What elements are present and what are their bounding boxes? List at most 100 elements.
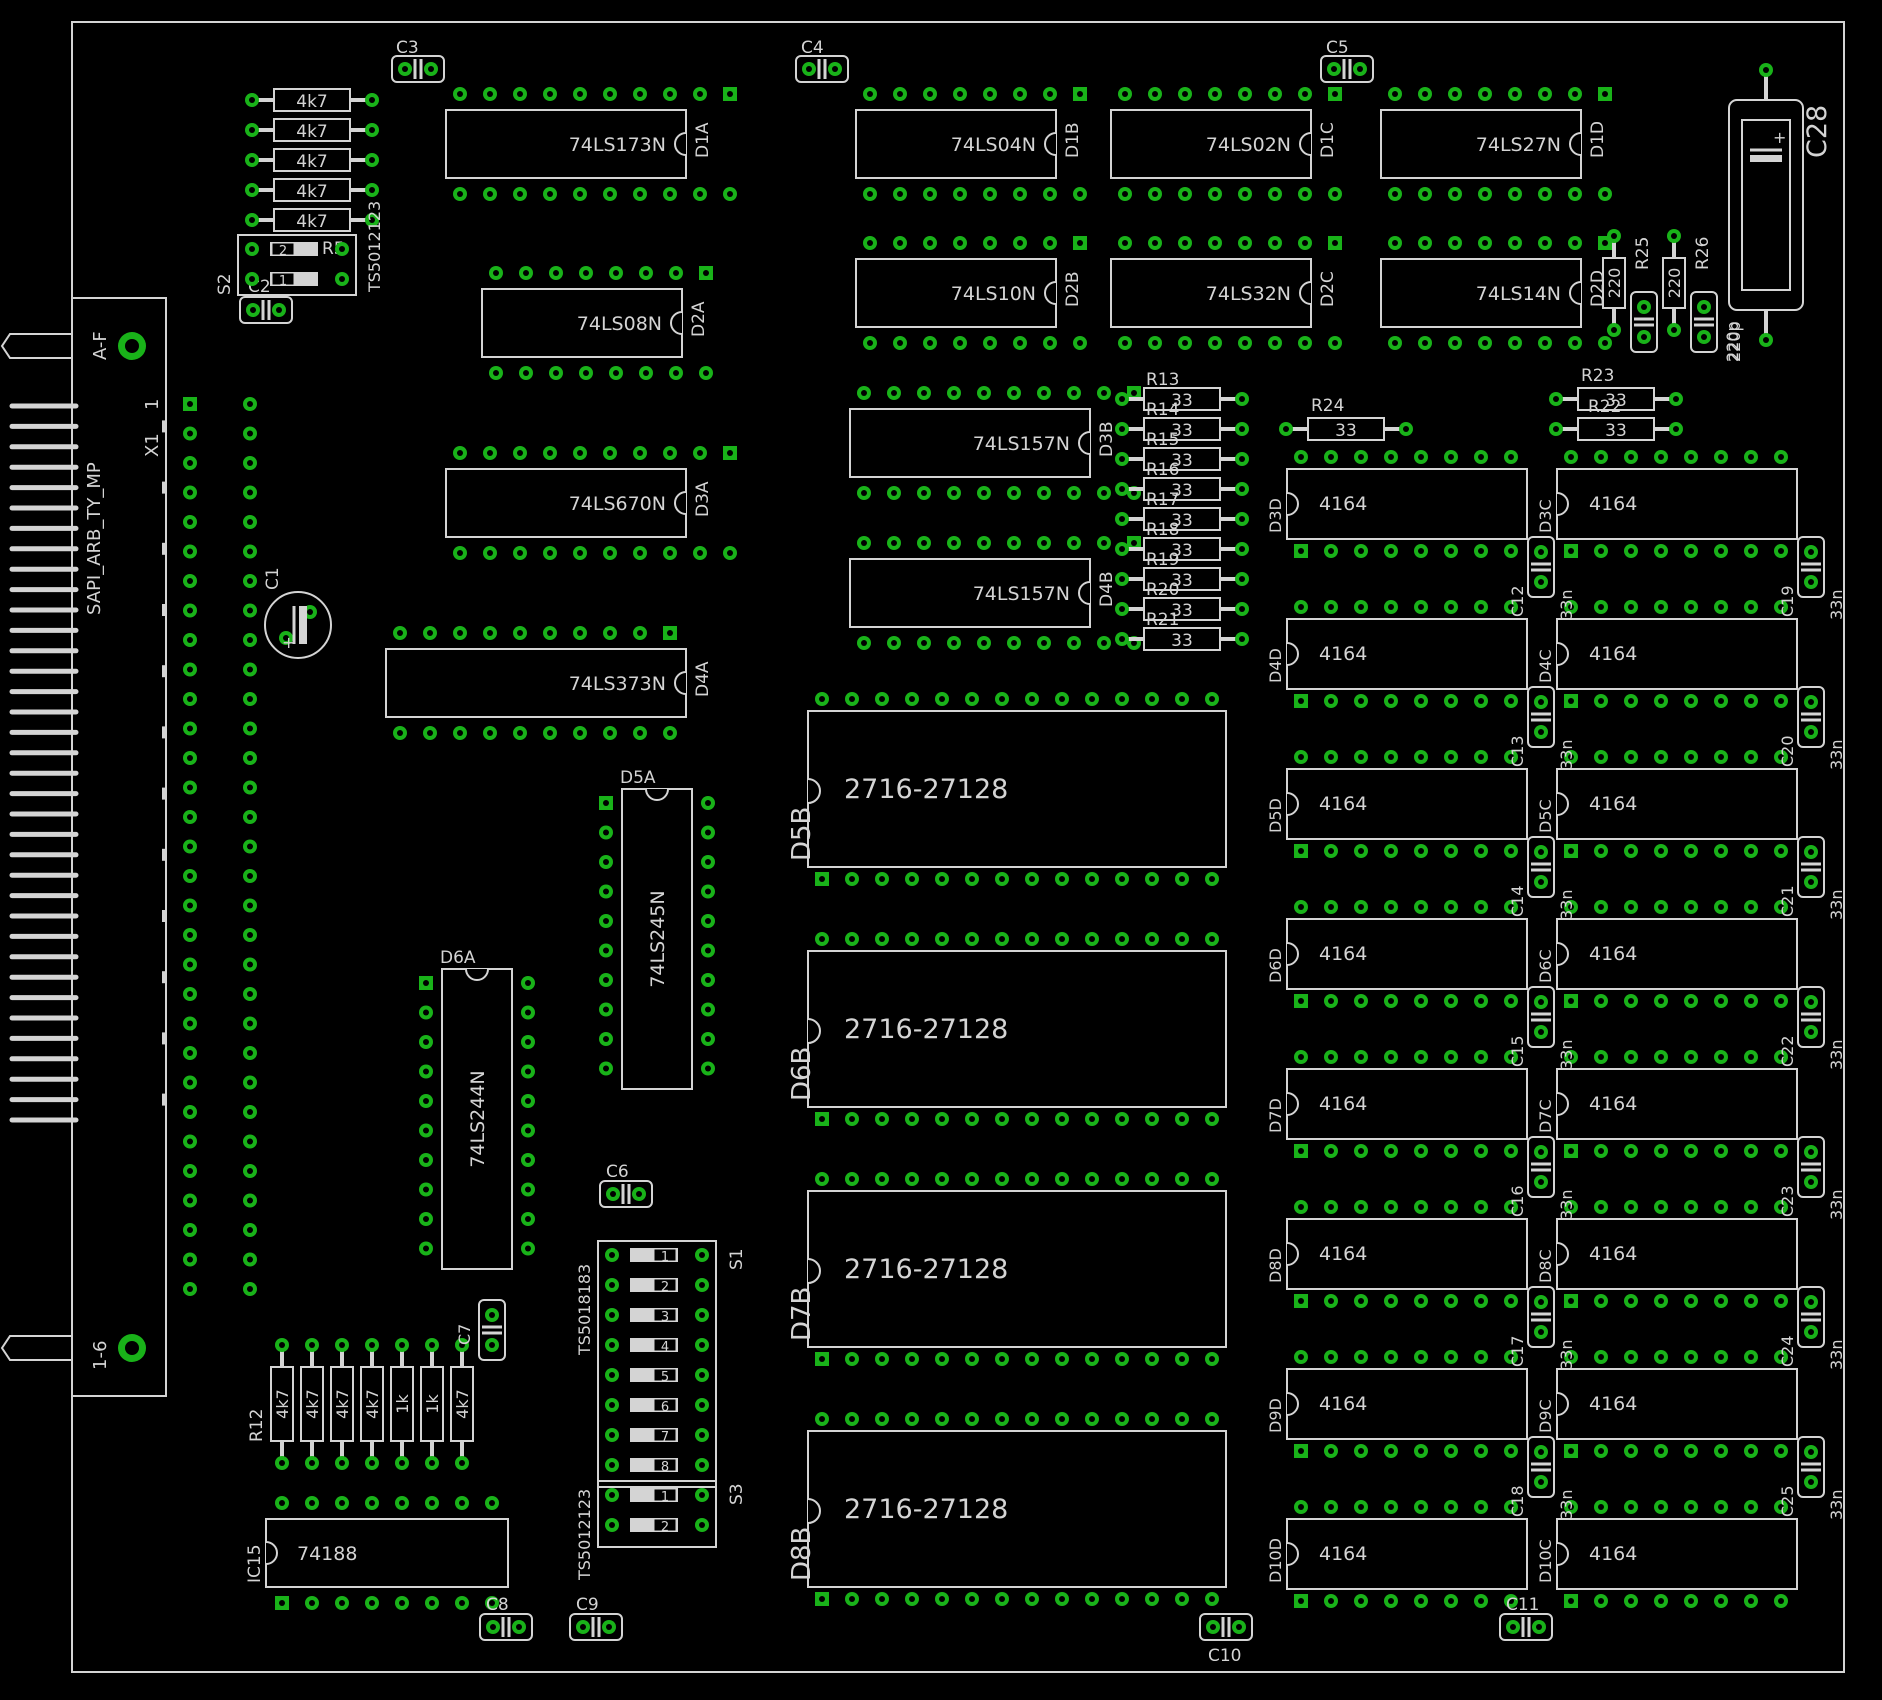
pad-hole [423, 1245, 429, 1252]
resistor-body [1143, 387, 1221, 411]
pad-hole [307, 609, 313, 615]
pad-hole [1418, 1204, 1424, 1210]
pad-hole [609, 1462, 615, 1468]
pad-hole [927, 340, 933, 346]
pad-hole [1448, 1504, 1454, 1510]
resistor-bottom: 4k7 [450, 1338, 474, 1470]
pad-hole [1611, 327, 1617, 333]
pad-hole [1628, 1204, 1634, 1210]
pad-hole [1298, 548, 1304, 554]
pad-hole [939, 1176, 945, 1182]
resistor-body [330, 1366, 354, 1442]
pad-hole [1508, 1448, 1514, 1454]
resistor-value: 4k7 [273, 1389, 292, 1419]
pad-hole [1358, 548, 1364, 554]
pad-hole [609, 1432, 615, 1438]
chip-notch [807, 1258, 821, 1284]
pad-hole [957, 240, 963, 246]
chip-notch [645, 788, 669, 801]
pad-hole [493, 270, 499, 276]
pad-hole [1572, 91, 1578, 97]
pad-hole [1478, 1504, 1484, 1510]
cap-ref: C1 [263, 567, 283, 590]
pad-hole [697, 91, 703, 97]
pad-hole [705, 918, 711, 924]
cap-ref: C18 [1508, 1485, 1527, 1517]
pad-hole [1808, 849, 1814, 855]
pad-hole [249, 187, 255, 193]
pad-hole [1808, 999, 1814, 1005]
pad-hole [1778, 904, 1784, 910]
pad-hole [1542, 240, 1548, 246]
pad-hole [699, 1462, 705, 1468]
pad-hole [247, 1168, 253, 1174]
pad-hole [577, 191, 583, 197]
pad-hole [1328, 998, 1334, 1004]
pad-hole [187, 1138, 193, 1145]
pad-hole [1688, 1204, 1694, 1210]
pad-hole [1598, 1298, 1604, 1304]
pad-hole [187, 932, 193, 938]
chip-part: 2716-27128 [844, 1254, 1008, 1285]
pad-hole [1119, 546, 1125, 552]
resistor-value: 4k7 [363, 1389, 382, 1419]
pad-hole [1512, 91, 1518, 97]
cap-c4: C4 [795, 38, 849, 83]
chip-notch [1556, 492, 1569, 516]
pad-hole [489, 1600, 495, 1606]
pad-hole [489, 1342, 495, 1348]
pad-hole [1149, 1356, 1155, 1362]
chip-ref: D7D [1266, 1098, 1285, 1133]
chip-notch [1556, 1392, 1569, 1416]
resistor-value: 33 [1171, 601, 1193, 621]
pad-hole [249, 246, 255, 252]
pad-hole [969, 1416, 975, 1422]
pad-hole [705, 829, 711, 836]
pad-hole [490, 1624, 496, 1630]
pad-hole [667, 191, 673, 197]
resistor-value: 33 [1171, 391, 1193, 411]
pad-hole [1538, 1179, 1544, 1185]
pad-hole [517, 630, 523, 636]
pad-hole [1658, 1054, 1664, 1060]
pad-hole [459, 1500, 465, 1506]
pad-hole [705, 859, 711, 865]
chip-ref: D1D [1588, 121, 1608, 158]
chip-part: 4164 [1319, 643, 1367, 665]
pad-hole [1718, 1148, 1724, 1154]
cap-ref: C4 [801, 38, 824, 58]
pad-hole [637, 730, 643, 736]
pad-hole [423, 1098, 429, 1104]
resistor-value: 33 [1171, 451, 1193, 471]
pad-hole [1688, 1504, 1694, 1510]
pad-hole [1388, 1448, 1394, 1454]
edge-connector: SAPI_ARB_TY_MP X1 1 A-F 1-6 [0, 297, 257, 1397]
pad-hole [1209, 1176, 1215, 1182]
pad-hole [1392, 340, 1398, 346]
pad-hole [705, 977, 711, 983]
pad-hole [187, 991, 193, 997]
pad-hole [1478, 1448, 1484, 1454]
pad-hole [1568, 1598, 1574, 1604]
pad-hole [369, 157, 375, 163]
chip-part: 74LS27N [1476, 134, 1561, 156]
pad-hole [1748, 604, 1754, 610]
pad-hole [667, 730, 673, 736]
pad-hole [1718, 454, 1724, 460]
pad-hole [429, 1600, 435, 1606]
pad-hole [1131, 540, 1137, 546]
pad-hole [1598, 848, 1604, 854]
pad-hole [402, 66, 408, 72]
chip-ref: D2C [1318, 271, 1338, 307]
pad-hole [1778, 454, 1784, 460]
